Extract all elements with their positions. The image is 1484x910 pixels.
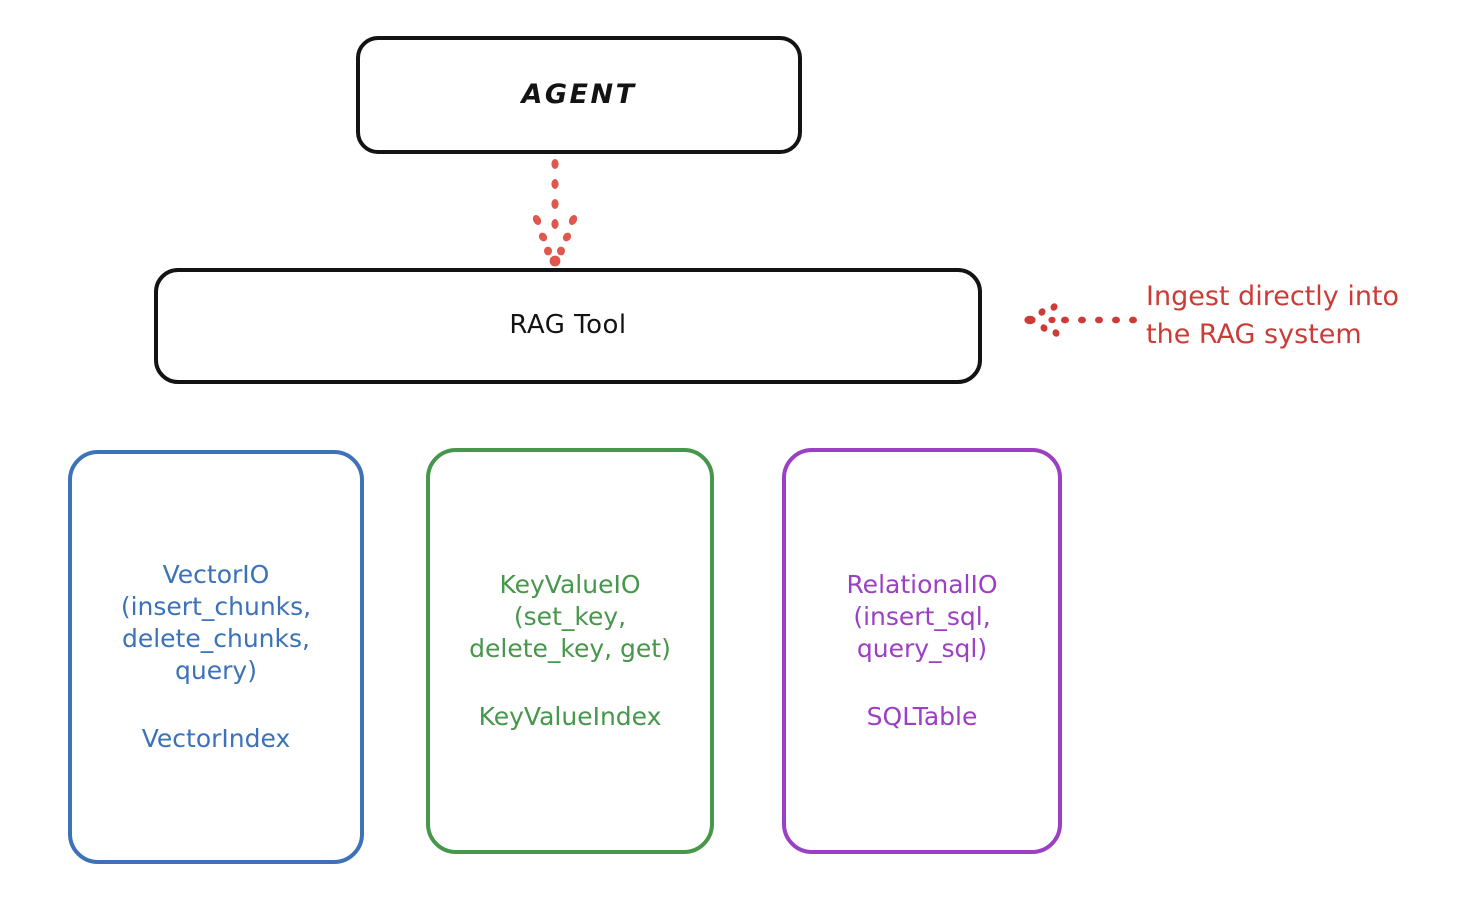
node-rag-tool-label: RAG Tool <box>509 310 627 341</box>
edge-ingest-arrow-icon <box>1024 303 1137 337</box>
node-relational-io[interactable]: RelationalIO (insert_sql, query_sql) SQL… <box>782 448 1062 854</box>
annotation-ingest-text: Ingest directly into the RAG system <box>1146 281 1400 351</box>
node-vector-io-label: VectorIO (insert_chunks, delete_chunks, … <box>120 560 312 685</box>
node-agent-label: AGENT <box>521 78 637 110</box>
node-relational-io-table-label: SQLTable <box>866 702 978 731</box>
node-key-value-io-label: KeyValueIO (set_key, delete_key, get) <box>469 570 671 663</box>
edge-agent-to-rag-tool-arrow-icon <box>532 159 578 267</box>
node-vector-io-index-label: VectorIndex <box>141 724 291 753</box>
node-key-value-io[interactable]: KeyValueIO (set_key, delete_key, get) Ke… <box>426 448 714 854</box>
node-key-value-io-index-label: KeyValueIndex <box>478 702 662 731</box>
node-relational-io-label: RelationalIO (insert_sql, query_sql) <box>846 570 998 663</box>
node-vector-io[interactable]: VectorIO (insert_chunks, delete_chunks, … <box>68 450 364 864</box>
node-agent[interactable]: AGENT <box>356 36 802 154</box>
node-rag-tool[interactable]: RAG Tool <box>154 268 982 384</box>
